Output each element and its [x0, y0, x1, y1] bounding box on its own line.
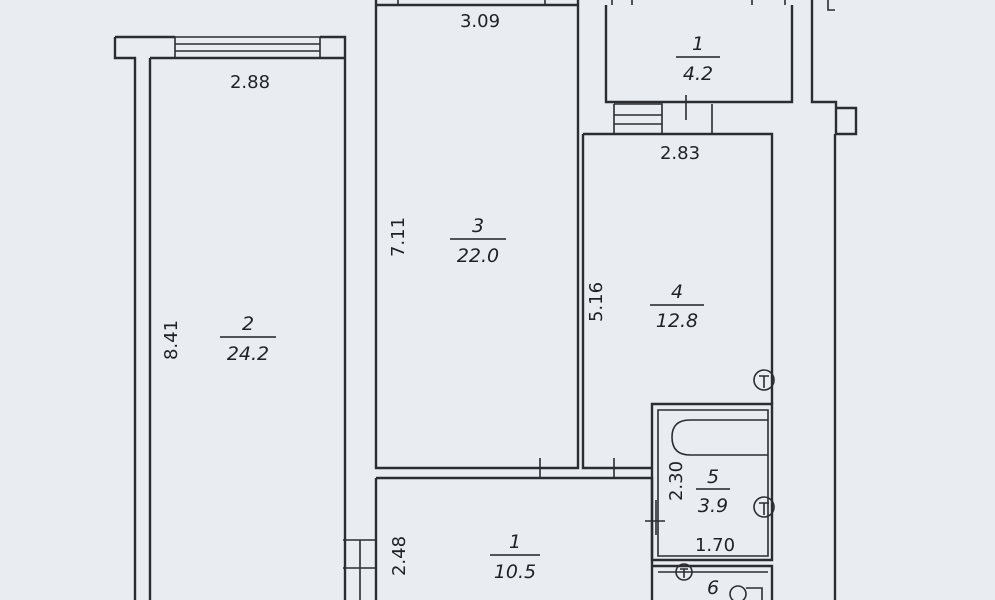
room-number: 5	[707, 466, 719, 488]
toilet-icon	[729, 585, 747, 600]
room-label-3: 3 22.0	[450, 215, 506, 267]
dim-room1-height: 2.48	[389, 536, 410, 576]
room-area: 4.2	[683, 63, 713, 85]
room-number: 4	[671, 281, 683, 303]
room5-inner	[657, 409, 769, 557]
room-label-4: 4 12.8	[650, 281, 704, 332]
room-label-5: 5 3.9	[696, 466, 730, 517]
balcony-window	[631, 0, 753, 5]
room-number: 3	[472, 215, 484, 237]
dim-room5-width: 1.70	[695, 535, 735, 556]
room4-top-right-wall	[583, 132, 774, 404]
door-ticks	[343, 95, 687, 600]
riser-icon	[753, 496, 775, 518]
room-number: 1	[692, 33, 704, 55]
fixtures	[675, 369, 775, 600]
bathtub	[671, 419, 768, 456]
right-outer-wall-top	[810, 0, 858, 136]
room4-door	[600, 458, 640, 478]
room-number: 6	[707, 577, 719, 599]
riser-icon-mark	[759, 502, 769, 515]
balcony-edges	[611, 0, 786, 5]
room-label-6: 6	[707, 577, 719, 599]
room3-walls	[374, 0, 580, 470]
dim-room3-length: 7.11	[388, 217, 409, 257]
room2-door	[343, 539, 376, 600]
walls	[113, 0, 858, 600]
room-label-2: 2 24.2	[220, 313, 276, 365]
windows	[174, 0, 753, 58]
room-area: 3.9	[698, 495, 728, 517]
room-labels: 1 10.5 2 24.2 3 22.0 4 12.8 5 3.9 6 1	[220, 33, 730, 599]
room3-window	[397, 0, 546, 5]
riser-icon-mark	[680, 568, 688, 578]
riser-icon	[675, 563, 693, 581]
room-number: 2	[242, 313, 254, 335]
dimension-labels: 2.88 8.41 3.09 7.11 2.83 5.16 2.30 1.70 …	[161, 11, 735, 576]
room-area: 24.2	[227, 343, 269, 365]
room-label-balcony: 1 4.2	[676, 33, 720, 85]
room-area: 12.8	[656, 310, 698, 332]
room2-window	[174, 36, 321, 58]
toilet-tank-icon	[746, 587, 763, 600]
riser-icon-mark	[759, 375, 769, 388]
dim-room4-width: 2.83	[660, 143, 700, 164]
balcony-walls	[604, 5, 794, 104]
room-label-1: 1 10.5	[490, 531, 540, 583]
dim-room3-width: 3.09	[460, 11, 500, 32]
room2-right-wall	[320, 35, 347, 600]
room-area: 22.0	[457, 245, 499, 267]
room-area: 10.5	[494, 561, 536, 583]
riser-icon	[753, 369, 775, 391]
room-number: 1	[509, 531, 521, 553]
right-outer-wall-cap	[827, 0, 835, 11]
dim-room2-length: 8.41	[161, 320, 182, 360]
room5-door	[645, 500, 665, 535]
room4-window	[613, 103, 663, 134]
dim-room4-length: 5.16	[586, 282, 607, 322]
room2-outer-wall	[113, 35, 175, 600]
room1-walls	[376, 476, 654, 600]
dim-room5-height: 2.30	[666, 461, 687, 501]
dim-room2-width: 2.88	[230, 72, 270, 93]
room3-door	[515, 458, 566, 478]
room6-walls	[652, 564, 774, 600]
